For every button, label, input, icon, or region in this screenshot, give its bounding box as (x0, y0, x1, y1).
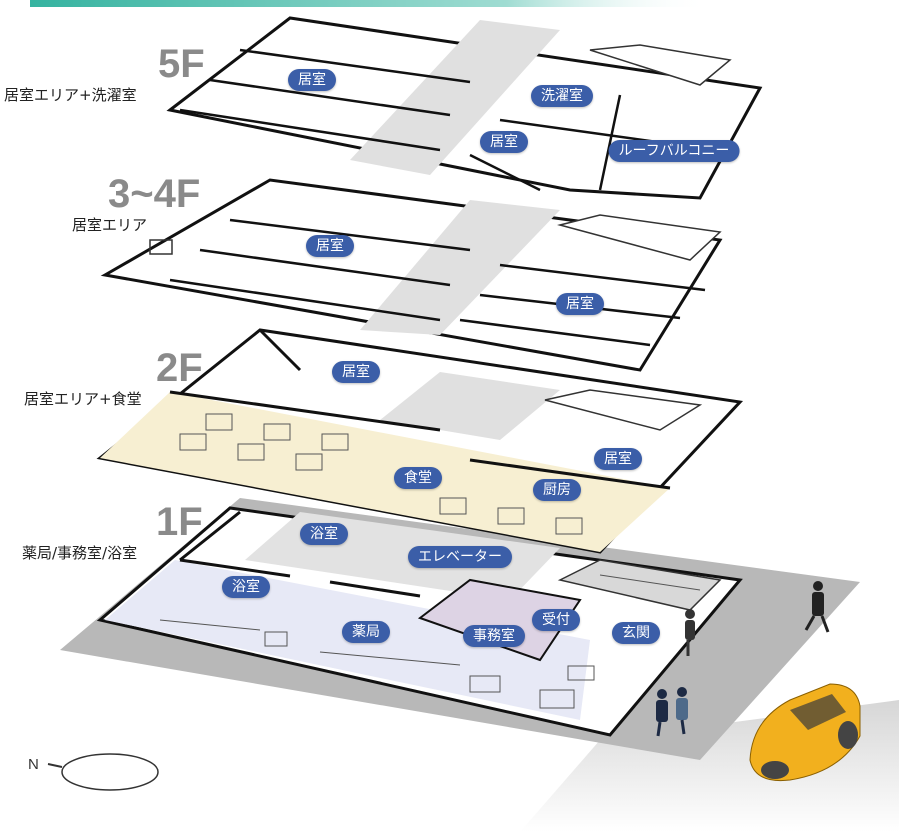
floor-2f-plan (96, 328, 744, 554)
floor-1f-description: 薬局/事務室/浴室 (22, 544, 138, 562)
floor-5f-number: 5F (158, 42, 205, 86)
room-tag: 居室 (306, 235, 354, 257)
room-tag: 居室 (556, 293, 604, 315)
floor-2f-corridor (380, 372, 560, 440)
room-tag: 居室 (594, 448, 642, 470)
room-tag: 食堂 (394, 467, 442, 489)
floor-5f-stairs (589, 44, 732, 86)
floor-2f-stairs (544, 389, 703, 431)
room-tag: 洗濯室 (531, 85, 593, 107)
floor-2f-walls (169, 328, 671, 490)
floor-5f-plan (166, 16, 763, 200)
floor-34f-walls (169, 218, 706, 347)
room-tag: 浴室 (222, 576, 270, 598)
floor-1f-walls (179, 510, 421, 598)
person-icon (685, 609, 695, 656)
floor-34f-description: 居室エリア (72, 216, 148, 234)
room-tag: 玄関 (612, 622, 660, 644)
room-tag: 厨房 (533, 479, 581, 501)
floor-1f-fixtures (159, 574, 701, 709)
room-tag: 浴室 (300, 523, 348, 545)
room-tag: 居室 (332, 361, 380, 383)
room-tag: 居室 (288, 69, 336, 91)
floor-34f-corridor (360, 200, 560, 335)
car-icon (749, 683, 861, 782)
floor-34f-number: 3~4F (108, 172, 201, 216)
floor-2f-description: 居室エリア+食堂 (24, 390, 142, 408)
floor-34f-stairs (557, 214, 722, 261)
room-tag: 居室 (480, 131, 528, 153)
compass-north-label: N (28, 756, 39, 773)
room-tag: ルーフバルコニー (608, 140, 740, 162)
floor-1f-number: 1F (156, 500, 203, 544)
floor-2f-dining-area (100, 392, 670, 552)
room-tag: 薬局 (342, 621, 390, 643)
room-tag: 事務室 (463, 625, 525, 647)
person-icon (804, 581, 830, 633)
floor-5f-description: 居室エリア+洗濯室 (4, 86, 137, 104)
compass-icon (47, 753, 159, 791)
floor-2f-tables (179, 413, 583, 535)
room-tag: エレベーター (408, 546, 512, 568)
person-icon (656, 687, 688, 737)
header-accent-bar (30, 0, 710, 7)
floor-2f-number: 2F (156, 346, 203, 390)
floor-5f-corridor (350, 20, 560, 175)
floor-1f-stairs (557, 559, 722, 611)
floor-34f-plan (100, 178, 723, 372)
room-tag: 受付 (532, 609, 580, 631)
